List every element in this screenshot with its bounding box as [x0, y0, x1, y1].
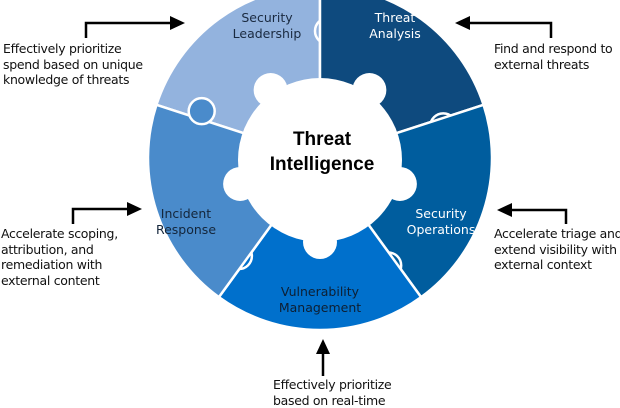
hub-knob [254, 73, 288, 107]
segment-label-incident-response: Incident [161, 206, 212, 221]
note-security-leadership: Effectively prioritize spend based on un… [3, 41, 143, 88]
arrowhead-right-icon [127, 202, 142, 216]
segment-label-security-leadership: Leadership [233, 26, 302, 41]
arrowhead-right-icon [170, 16, 185, 30]
center-title-line2: Intelligence [270, 154, 375, 175]
note-line: spend based on unique [3, 57, 143, 73]
segment-label-security-operations: Operations [407, 222, 476, 237]
note-line: knowledge of threats [3, 72, 143, 88]
arrowhead-left-icon [497, 203, 512, 217]
note-vulnerability-management: Effectively prioritize based on real-tim… [273, 377, 391, 408]
puzzle-tab [189, 98, 215, 124]
note-line: remediation with [1, 257, 118, 273]
arrow-top-left [86, 23, 172, 38]
arrow-top-right [468, 23, 551, 38]
note-line: attribution, and [1, 242, 118, 258]
note-line: external content [1, 273, 118, 289]
center-title-line1: Threat [293, 129, 352, 150]
arrow-mid-left [73, 209, 128, 224]
segment-label-vulnerability-management: Vulnerability [281, 284, 360, 299]
note-line: Effectively prioritize [273, 377, 391, 393]
note-incident-response: Accelerate scoping, attribution, and rem… [1, 226, 118, 288]
arrow-mid-right [510, 210, 566, 224]
hub-knob [303, 225, 337, 259]
hub-knob [352, 73, 386, 107]
arrowhead-left-icon [455, 16, 470, 30]
segment-label-threat-analysis: Threat [374, 10, 416, 25]
note-line: external threats [494, 57, 612, 73]
note-security-operations: Accelerate triage and extend visibility … [494, 226, 620, 273]
note-line: external context [494, 257, 620, 273]
segment-label-security-leadership: Security [241, 10, 293, 25]
arrowhead-up-icon [316, 339, 330, 354]
segment-label-vulnerability-management: Management [279, 300, 361, 315]
note-threat-analysis: Find and respond to external threats [494, 41, 612, 72]
segment-label-threat-analysis: Analysis [369, 26, 421, 41]
note-line: Effectively prioritize [3, 41, 143, 57]
note-line: based on real-time [273, 393, 391, 408]
note-line: Accelerate triage and [494, 226, 620, 242]
note-line: extend visibility with [494, 242, 620, 258]
hub-knob [223, 167, 257, 201]
segment-label-security-operations: Security [415, 206, 467, 221]
note-line: Find and respond to [494, 41, 612, 57]
hub-knob [383, 167, 417, 201]
segment-label-incident-response: Response [156, 222, 216, 237]
note-line: Accelerate scoping, [1, 226, 118, 242]
